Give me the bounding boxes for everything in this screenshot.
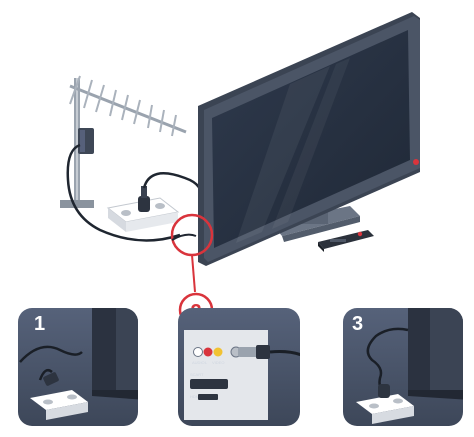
highlight-callout	[170, 213, 214, 293]
step-2-panel: AUDIO L VIDEO RF IN SCART HDMI	[178, 308, 300, 426]
coax-plug-icon	[238, 345, 300, 359]
tv-icon	[198, 12, 420, 266]
audio-l-jack	[193, 347, 203, 357]
step-3-number: 3	[352, 313, 363, 335]
scart-label: SCART	[190, 372, 204, 377]
step-1-panel: 1	[18, 308, 138, 426]
scart-port	[190, 379, 228, 389]
antenna-cable	[66, 143, 181, 242]
step-3-panel: 3	[343, 308, 463, 426]
socket-to-tv-cable	[142, 172, 203, 201]
wall-socket-icon	[106, 186, 180, 232]
jack-label-l: L	[205, 360, 208, 365]
remote-control-icon	[318, 230, 374, 252]
antenna-icon	[60, 75, 187, 208]
audio-r-jack	[203, 347, 213, 357]
jack-label-video: VIDEO	[212, 360, 224, 365]
step-1-number: 1	[34, 313, 45, 335]
video-jack	[213, 347, 223, 357]
jack-label-audio: AUDIO	[192, 360, 205, 365]
hdmi-label: HDMI	[190, 394, 200, 399]
power-led	[413, 159, 419, 165]
hdmi-port	[198, 394, 218, 400]
